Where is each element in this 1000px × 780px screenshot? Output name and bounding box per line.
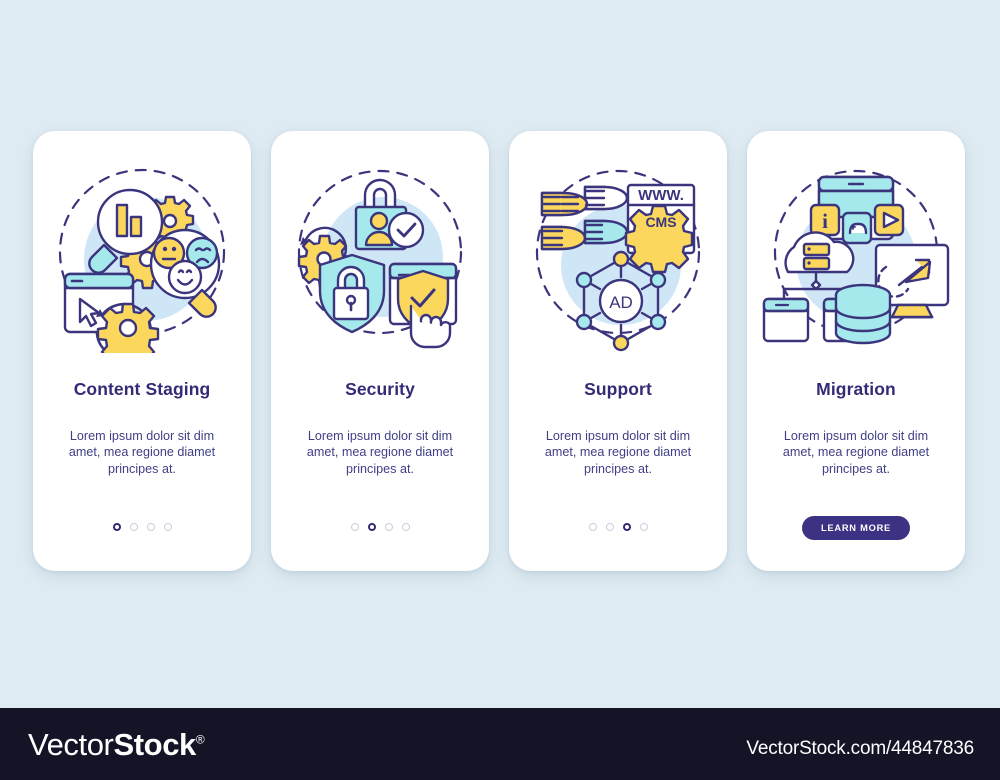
support-ad-label: AD	[609, 293, 633, 312]
card-title: Content Staging	[73, 379, 211, 399]
onboarding-card-row: Content Staging Lorem ipsum dolor sit di…	[33, 131, 967, 571]
pagination-dot-3[interactable]	[384, 523, 393, 531]
pagination-dot-1[interactable]	[112, 523, 121, 531]
pagination-dots[interactable]	[271, 523, 489, 531]
onboarding-card-content-staging[interactable]: Content Staging Lorem ipsum dolor sit di…	[33, 131, 251, 571]
support-illustration: WWW. CMS AD	[518, 147, 718, 353]
card-body-text: Lorem ipsum dolor sit dim amet, mea regi…	[782, 429, 930, 476]
migration-info-label: i	[822, 209, 828, 233]
pagination-dot-2[interactable]	[367, 523, 376, 531]
registered-trademark-icon: ®	[195, 732, 205, 747]
pagination-dot-4[interactable]	[401, 523, 410, 531]
logo-text-stock: Stock	[113, 727, 196, 762]
pagination-dot-2[interactable]	[605, 523, 614, 531]
pagination-dot-4[interactable]	[639, 523, 648, 531]
support-cms-label: CMS	[645, 214, 676, 230]
pagination-dots[interactable]	[33, 523, 251, 531]
logo-text-vector: Vector	[28, 727, 114, 762]
onboarding-card-support[interactable]: WWW. CMS AD	[509, 131, 727, 571]
card-title: Support	[584, 379, 652, 399]
onboarding-card-security[interactable]: Security Lorem ipsum dolor sit dim amet,…	[271, 131, 489, 571]
pagination-dot-2[interactable]	[129, 523, 138, 531]
watermark-footer: VectorStock® VectorStock.com/44847836	[0, 708, 1000, 780]
pagination-dot-3[interactable]	[146, 523, 155, 531]
card-body-text: Lorem ipsum dolor sit dim amet, mea regi…	[68, 429, 216, 476]
security-illustration	[280, 147, 480, 353]
support-www-label: WWW.	[638, 187, 684, 204]
onboarding-card-migration[interactable]: i	[747, 131, 965, 571]
card-body-text: Lorem ipsum dolor sit dim amet, mea regi…	[306, 429, 454, 476]
content-staging-illustration	[42, 147, 242, 353]
vectorstock-url: VectorStock.com/44847836	[746, 738, 974, 759]
card-title: Security	[345, 379, 415, 399]
pagination-dot-4[interactable]	[163, 523, 172, 531]
pagination-dots[interactable]	[509, 523, 727, 531]
learn-more-button[interactable]: LEARN MORE	[802, 516, 910, 540]
migration-illustration: i	[756, 147, 956, 353]
card-body-text: Lorem ipsum dolor sit dim amet, mea regi…	[544, 429, 692, 476]
pagination-dot-1[interactable]	[588, 523, 597, 531]
vectorstock-logo: VectorStock®	[28, 727, 205, 763]
card-title: Migration	[816, 379, 896, 399]
pagination-dot-1[interactable]	[350, 523, 359, 531]
pagination-dot-3[interactable]	[622, 523, 631, 531]
